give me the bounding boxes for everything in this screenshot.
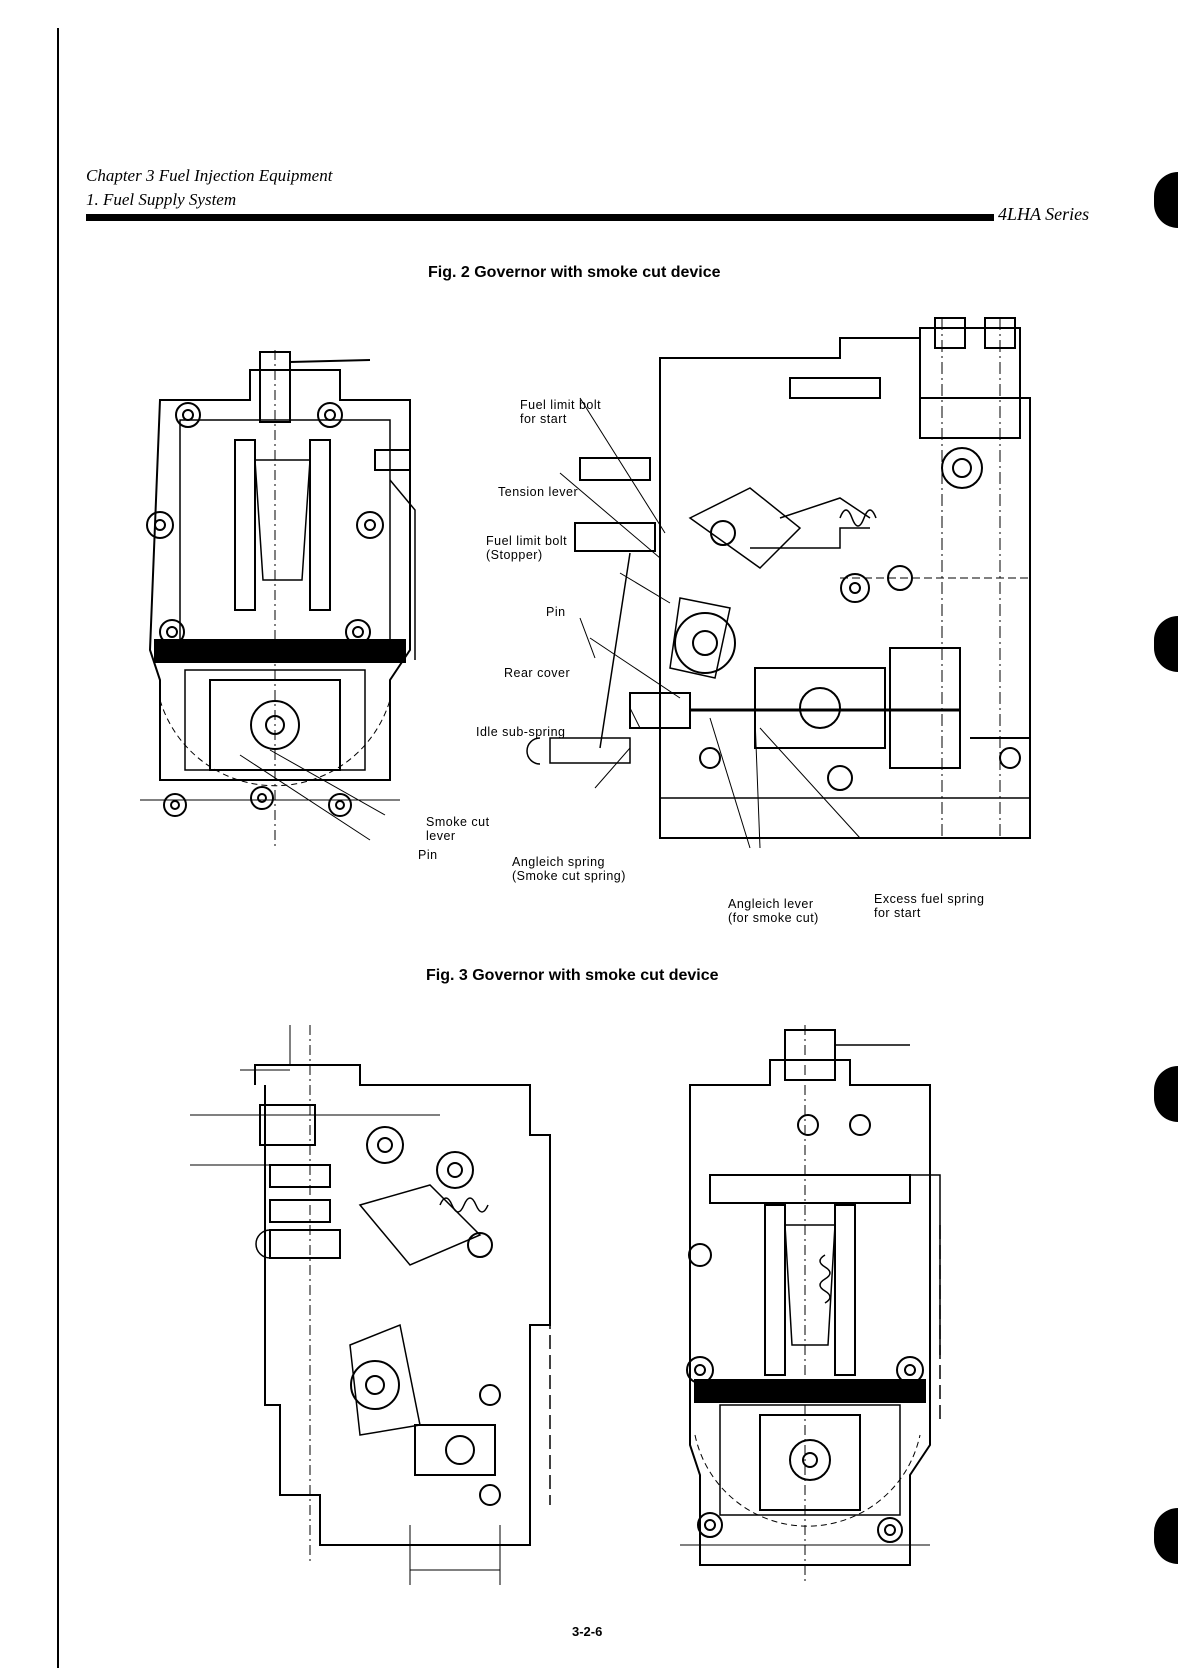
fig3-front-view-drawing <box>680 1025 1010 1585</box>
binder-hole-4 <box>1154 1508 1178 1564</box>
fig2-side-view-drawing <box>540 318 1030 878</box>
callout-tension-lever: Tension lever <box>498 485 579 499</box>
callout-fuel-limit-bolt-start: Fuel limit bolt for start <box>520 398 602 426</box>
callout-rear-cover: Rear cover <box>504 666 571 680</box>
fig2-front-view-drawing <box>140 350 440 870</box>
margin-rule <box>57 28 59 1668</box>
callout-angleich-spring: Angleich spring (Smoke cut spring) <box>512 855 626 883</box>
callout-idle-sub-spring: Idle sub-spring <box>476 725 566 739</box>
page-number: 3-2-6 <box>572 1624 603 1639</box>
callout-excess-fuel-spring: Excess fuel spring for start <box>874 892 985 920</box>
callout-pin-upper: Pin <box>546 605 566 619</box>
callout-smoke-cut-lever: Smoke cut lever <box>426 815 490 843</box>
fig3-side-view-drawing <box>190 1025 590 1585</box>
fig2-title: Fig. 2 Governor with smoke cut device <box>428 264 721 281</box>
binder-hole-3 <box>1154 1066 1178 1122</box>
chapter-title: Chapter 3 Fuel Injection Equipment <box>86 166 333 185</box>
callout-angleich-lever: Angleich lever (for smoke cut) <box>728 897 819 925</box>
binder-hole-2 <box>1154 616 1178 672</box>
callout-fuel-limit-bolt-stopper: Fuel limit bolt (Stopper) <box>486 534 568 562</box>
callout-pin-lower: Pin <box>418 848 438 862</box>
binder-hole-1 <box>1154 172 1178 228</box>
header-rule <box>86 214 994 221</box>
section-title: 1. Fuel Supply System <box>86 190 237 209</box>
series-label: 4LHA Series <box>998 204 1090 224</box>
fig3-title: Fig. 3 Governor with smoke cut device <box>426 967 719 984</box>
